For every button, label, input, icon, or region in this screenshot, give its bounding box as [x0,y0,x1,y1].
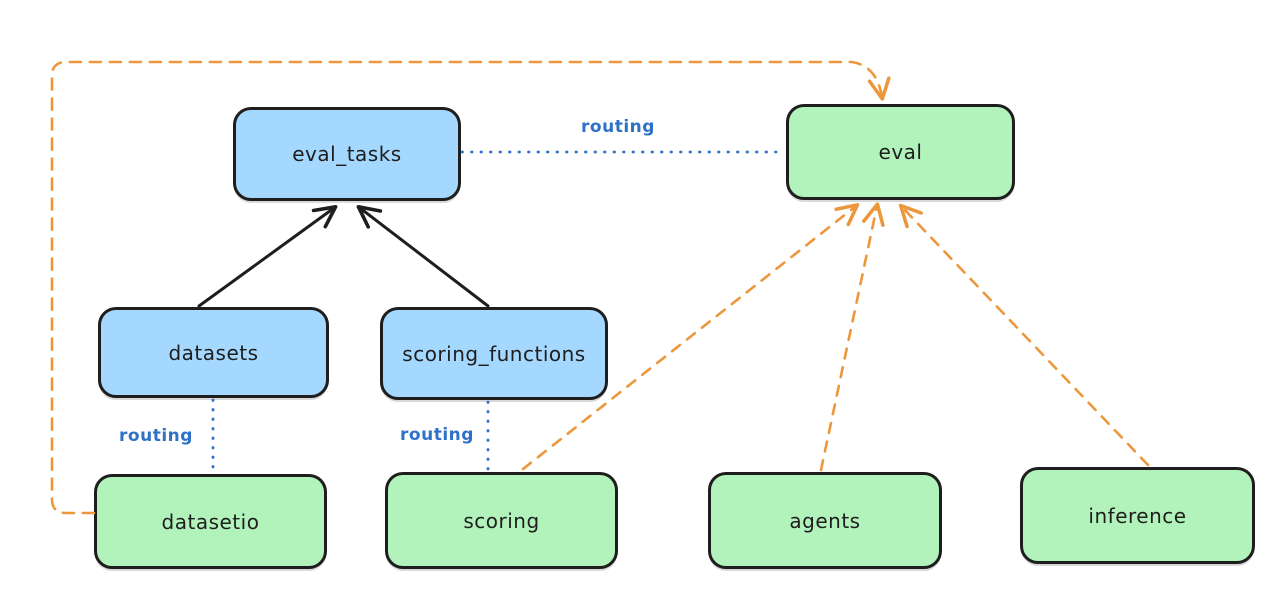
edge-inference-to-eval [898,203,1150,467]
edge-agents-to-eval [819,202,885,472]
node-eval: eval [786,104,1015,200]
node-scoring-label: scoring [463,508,540,533]
node-eval-tasks-label: eval_tasks [292,142,402,166]
node-scoring-functions-label: scoring_functions [402,341,586,366]
node-agents-label: agents [789,508,861,533]
node-scoring: scoring [385,472,618,569]
edge-scoring-functions-to-eval-tasks [356,204,490,308]
node-datasets-label: datasets [168,340,259,365]
routing-label-eval-tasks-eval: routing [581,117,655,137]
node-datasetio: datasetio [94,474,327,569]
node-inference: inference [1020,467,1255,564]
node-datasets: datasets [98,307,329,398]
routing-label-scoring-functions-scoring: routing [400,425,474,445]
node-eval-label: eval [878,140,923,164]
routing-label-datasets-datasetio: routing [119,426,193,446]
node-agents: agents [708,472,942,569]
node-datasetio-label: datasetio [161,509,260,534]
node-eval-tasks: eval_tasks [233,107,461,201]
node-inference-label: inference [1088,503,1187,528]
edge-datasets-to-eval-tasks [197,205,338,308]
node-scoring-functions: scoring_functions [380,307,608,400]
